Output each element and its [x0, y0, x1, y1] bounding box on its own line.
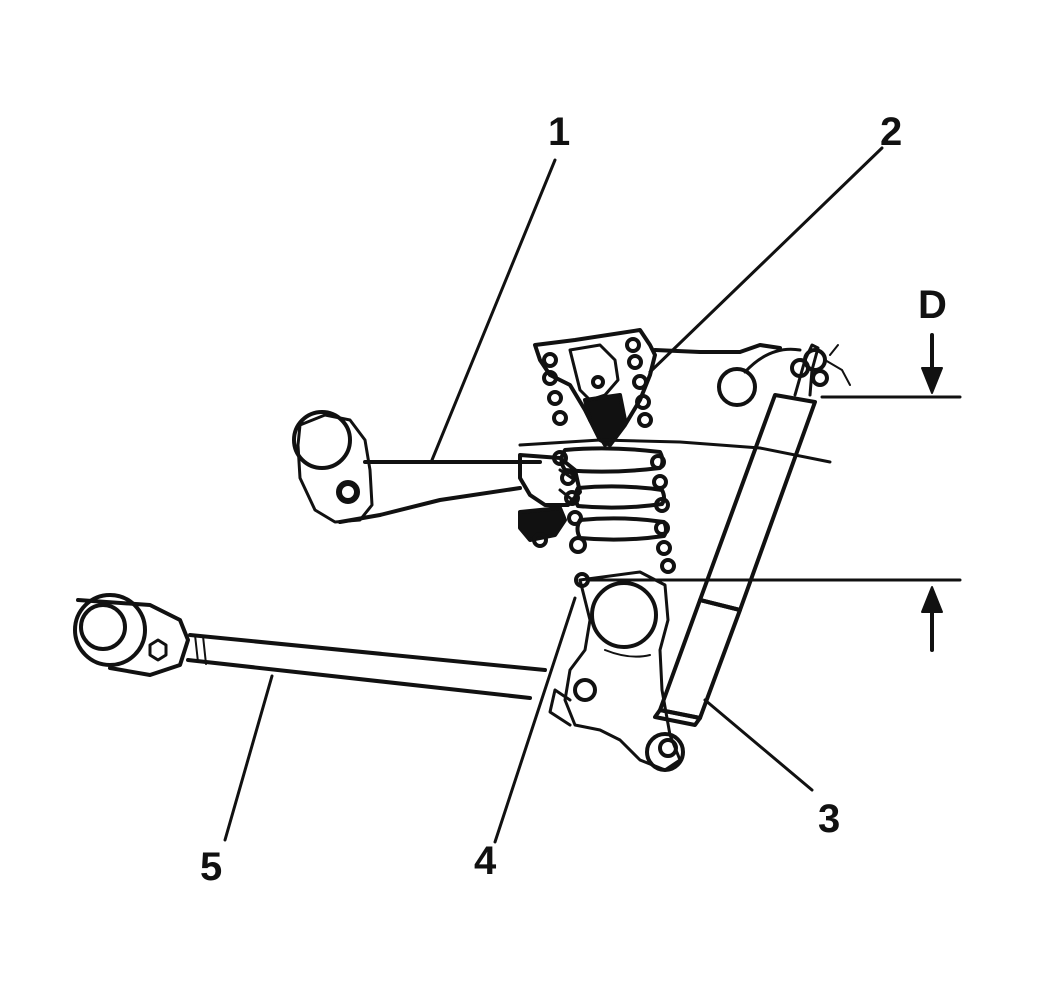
frame-rail	[518, 438, 832, 464]
shock-absorber	[653, 343, 851, 727]
leader-line-4	[493, 596, 577, 844]
upper-spring-seat	[533, 328, 782, 447]
leader-line-2	[648, 146, 884, 374]
dimension-label: D	[918, 283, 947, 327]
upper-control-arm	[292, 410, 582, 548]
callout-1: 1	[548, 110, 570, 154]
leader-line-5	[223, 674, 274, 842]
callout-2: 2	[880, 110, 902, 154]
coil-spring	[552, 446, 676, 588]
callout-5: 5	[200, 845, 222, 889]
leader-line-1	[430, 158, 557, 462]
lower-control-arm	[548, 570, 685, 772]
callout-4: 4	[474, 839, 497, 883]
tension-rod	[73, 593, 547, 700]
leader-line-3	[703, 698, 814, 792]
callout-3: 3	[818, 797, 840, 841]
dimension-d	[588, 333, 962, 652]
